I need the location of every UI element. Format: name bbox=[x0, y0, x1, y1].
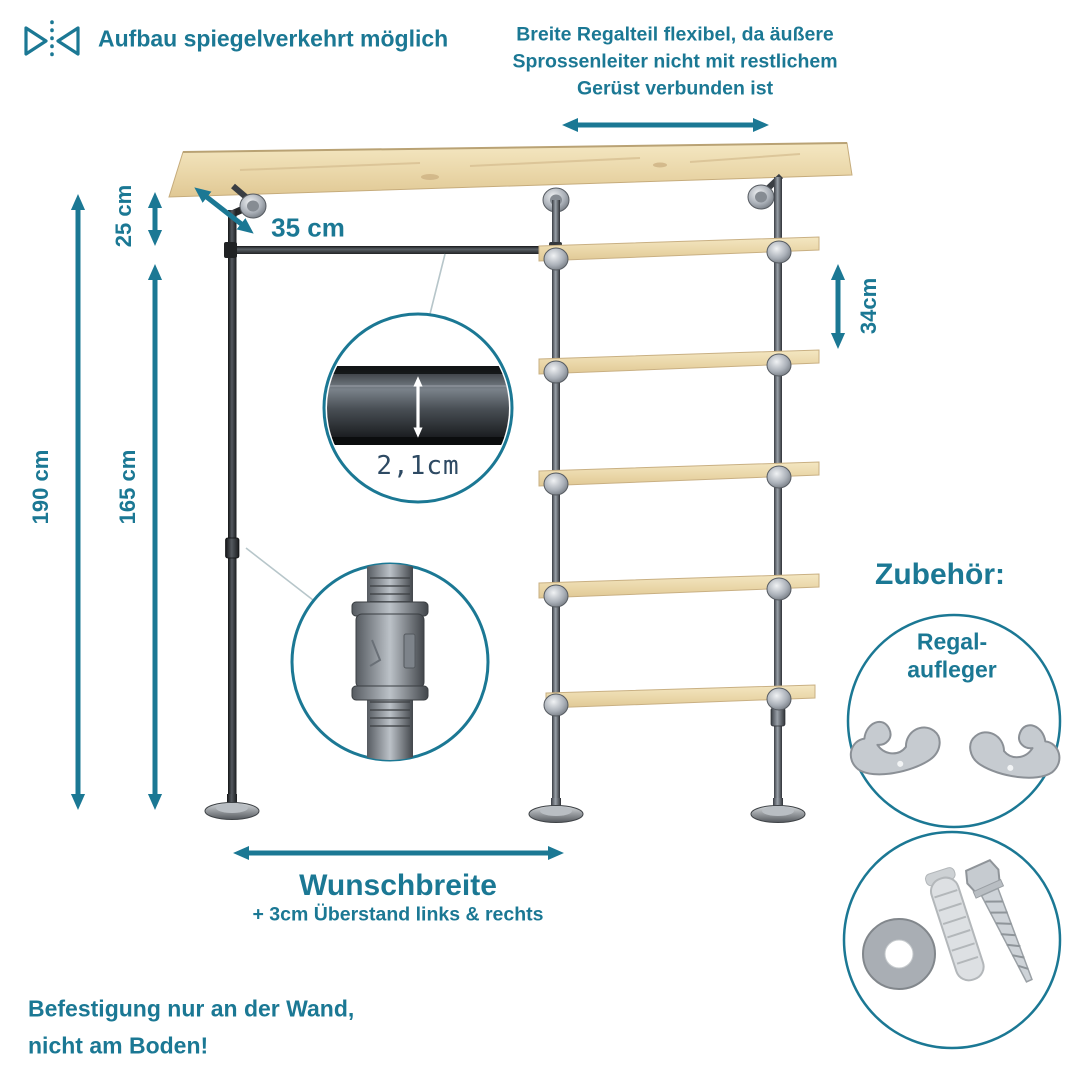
floor-flange bbox=[750, 798, 806, 823]
desired-width-label: Wunschbreite bbox=[299, 869, 497, 902]
flex-note-line2: Sprossenleiter nicht mit restlichem bbox=[512, 50, 838, 73]
shelf-clip-label-line1: Regal- bbox=[916, 628, 988, 655]
accessories-heading: Zubehör: bbox=[875, 558, 1005, 591]
wall-anchor-screw-washer-icon bbox=[862, 859, 1033, 990]
shelf-row bbox=[538, 236, 820, 271]
rail-height-label: 165 cm bbox=[115, 449, 140, 525]
shelf-clip-icon bbox=[849, 720, 1061, 779]
clothes-rail bbox=[224, 242, 562, 258]
floor-flange bbox=[204, 794, 260, 820]
pipe-diameter-label: 2,1cm bbox=[376, 451, 460, 481]
mirror-note-label: Aufbau spiegelverkehrt möglich bbox=[98, 25, 449, 52]
shelf-clip-label-line2: aufleger bbox=[907, 656, 997, 683]
shelf-ladder bbox=[538, 236, 820, 717]
wall-mount-note-line1: Befestigung nur an der Wand, bbox=[28, 995, 355, 1022]
floor-flange bbox=[528, 798, 584, 823]
accessory-circle-mounting-kit bbox=[842, 830, 1062, 1050]
shelf-row bbox=[538, 461, 820, 496]
top-board bbox=[168, 142, 853, 198]
depth-label: 35 cm bbox=[271, 212, 345, 243]
shelf-row bbox=[543, 684, 816, 717]
detail-circle-connector bbox=[290, 562, 490, 762]
shelf-row bbox=[538, 349, 820, 384]
shelf-row bbox=[538, 573, 820, 608]
ladder-left-pole bbox=[552, 200, 560, 815]
callout-leader-line bbox=[245, 547, 314, 601]
desired-width-note: + 3cm Überstand links & rechts bbox=[252, 903, 544, 926]
total-height-label: 190 cm bbox=[28, 449, 53, 525]
flex-note-line3: Gerüst verbunden ist bbox=[576, 77, 774, 100]
detail-circle-pipe-diameter bbox=[322, 312, 514, 504]
rail-drop-label: 25 cm bbox=[111, 184, 136, 248]
dimension-arrows bbox=[70, 117, 846, 861]
arrow-depth bbox=[194, 187, 254, 234]
flex-note-line1: Breite Regalteil flexibel, da äußere bbox=[516, 23, 834, 46]
mirror-flip-icon bbox=[24, 20, 80, 63]
ladder-right-pole bbox=[770, 177, 786, 815]
wall-mount-note-line2: nicht am Boden! bbox=[28, 1032, 209, 1059]
accessory-circle-shelf-clips bbox=[846, 613, 1062, 829]
shelf-gap-label: 34cm bbox=[856, 277, 881, 335]
callout-leader-line bbox=[429, 253, 446, 315]
left-pole bbox=[225, 210, 240, 815]
